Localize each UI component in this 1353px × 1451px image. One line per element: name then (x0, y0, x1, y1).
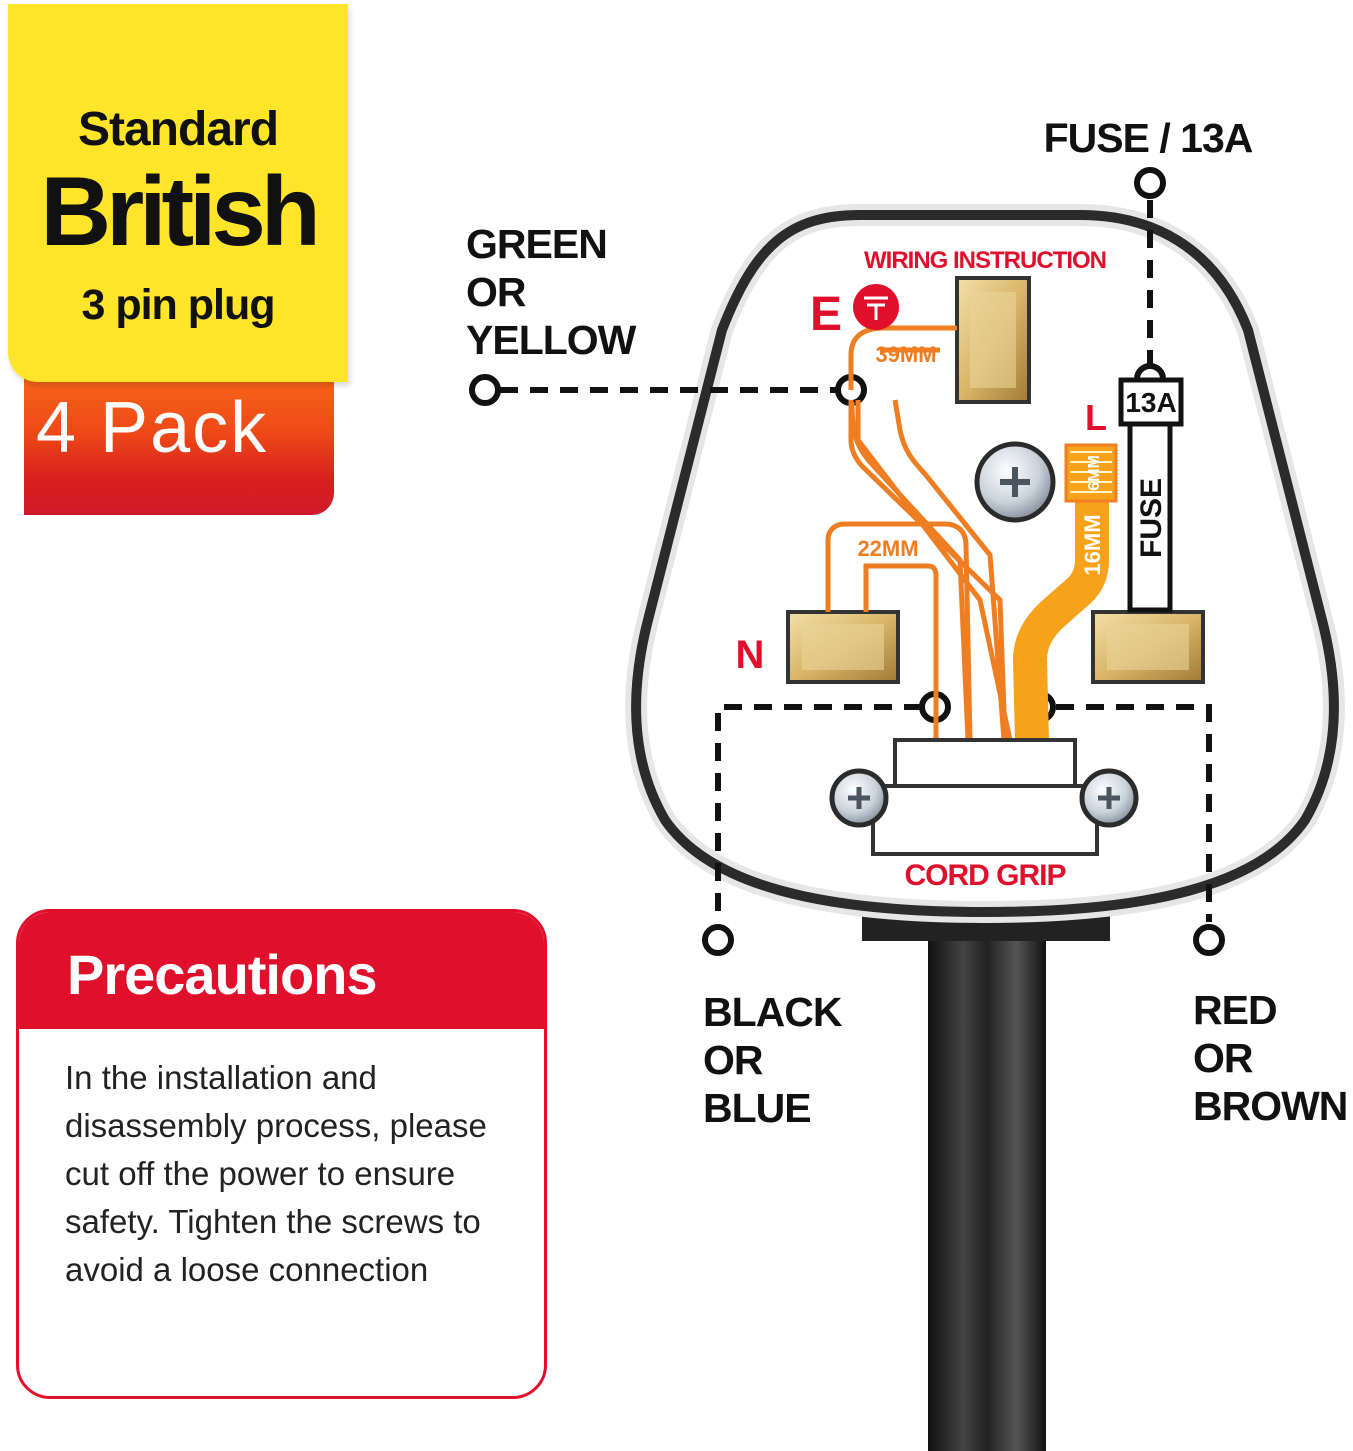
badge-standard-text: Standard (77, 103, 279, 156)
cord-grip-screw-right (1079, 768, 1139, 828)
neutral-pin (786, 610, 900, 684)
earth-letter: E (810, 288, 842, 341)
precautions-title: Precautions (67, 943, 378, 1006)
cord-grip (871, 738, 1099, 856)
earth-pin (955, 276, 1031, 404)
neutral-length-text: 22MM (857, 536, 918, 561)
neutral-letter: N (736, 633, 765, 677)
live-length-text: 16MM (1080, 514, 1105, 575)
neutral-callout-line: BLACK (703, 989, 843, 1035)
live-callout-line: RED (1193, 987, 1277, 1033)
live-callout-label: RED OR BROWN (1193, 987, 1348, 1129)
power-cable (928, 935, 1046, 1451)
fuse (1118, 377, 1184, 613)
neutral-callout-label: BLACK OR BLUE (703, 989, 844, 1131)
badge-british-text: British (40, 156, 320, 266)
neutral-callout-line: OR (703, 1037, 763, 1083)
wiring-instruction-text: WIRING INSTRUCTION (864, 247, 1106, 274)
earth-callout-line: OR (466, 269, 526, 315)
neutral-wire (825, 521, 973, 741)
fuse-rating-text: 13A (1125, 387, 1176, 418)
precautions-card: Precautions In the installation and disa… (16, 909, 547, 1399)
precautions-body: In the installation and disassembly proc… (65, 1059, 487, 1288)
neutral-callout-line: BLUE (703, 1085, 811, 1131)
plug-outline-stroke (631, 210, 1339, 918)
callout-lines (500, 200, 1212, 922)
live-callout-line: BROWN (1193, 1083, 1347, 1129)
fuse-label-text: FUSE (1135, 478, 1168, 558)
earth-callout-label: GREEN OR YELLOW (466, 221, 638, 363)
earth-symbol-icon (853, 284, 899, 330)
cord-grip-screw-left (829, 768, 889, 828)
live-strip-lines (1070, 451, 1112, 493)
product-badge (8, 4, 348, 382)
earth-length-text: 39MM (875, 342, 936, 367)
fuse-callout-label: FUSE / 13A (1044, 115, 1253, 161)
precautions-header (19, 912, 544, 1029)
strip-length-text: 6MM (1086, 455, 1103, 491)
live-pin (1091, 610, 1205, 684)
earth-callout-line: YELLOW (466, 317, 637, 363)
badge-3pin-text: 3 pin plug (81, 281, 275, 329)
earth-callout-line: GREEN (466, 221, 607, 267)
cord-grip-text: CORD GRIP (904, 859, 1065, 892)
live-letter: L (1085, 397, 1107, 438)
badge-pack-text: 4 Pack (36, 388, 269, 468)
live-callout-line: OR (1193, 1035, 1253, 1081)
live-wire (1012, 462, 1109, 741)
center-screw (974, 441, 1056, 523)
